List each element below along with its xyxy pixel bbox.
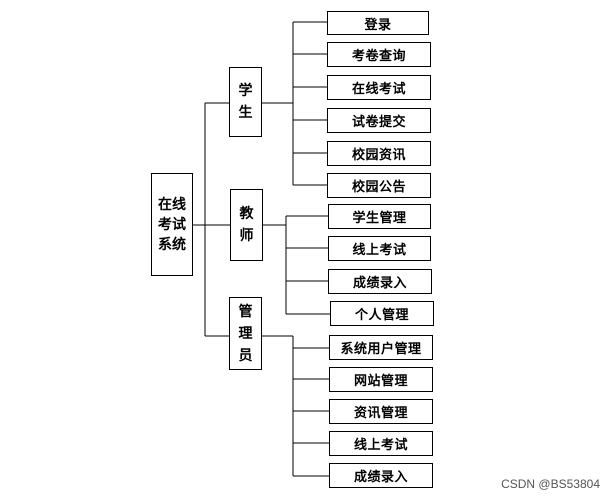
admin-node-label-line: 管 [238, 303, 253, 320]
student-node: 学 生 [229, 67, 262, 137]
student-item-campus-news: 校园资讯 [327, 141, 431, 166]
teacher-item-personal-mgmt: 个人管理 [330, 301, 434, 326]
teacher-item-online-exam: 线上考试 [328, 236, 431, 261]
student-item-submit-paper: 试卷提交 [327, 108, 431, 133]
admin-item-news-mgmt: 资讯管理 [329, 399, 433, 424]
student-node-label-line: 生 [238, 105, 253, 121]
teacher-node-label-line: 师 [239, 228, 254, 244]
teacher-item-score-entry: 成绩录入 [328, 269, 432, 294]
admin-item-online-exam: 线上考试 [329, 431, 433, 456]
student-item-exam-query: 考卷查询 [327, 42, 431, 67]
admin-node: 管 理 员 [229, 297, 262, 370]
admin-item-score-entry: 成绩录入 [329, 463, 433, 488]
teacher-node-label-line: 教 [239, 206, 254, 222]
admin-node-label-line: 理 [238, 325, 253, 342]
student-item-campus-notice: 校园公告 [327, 173, 431, 198]
teacher-item-student-mgmt: 学生管理 [328, 204, 431, 229]
admin-item-user-mgmt: 系统用户管理 [329, 335, 433, 360]
admin-item-site-mgmt: 网站管理 [329, 367, 433, 392]
student-node-label-line: 学 [238, 83, 253, 99]
student-item-online-exam: 在线考试 [327, 75, 431, 100]
admin-node-label-line: 员 [238, 347, 253, 364]
teacher-node: 教 师 [230, 189, 263, 261]
watermark-text: CSDN @BS53804 [501, 477, 600, 491]
root-node-label-line: 在线 [158, 196, 186, 213]
root-node-label-line: 系统 [158, 236, 186, 253]
student-item-login: 登录 [327, 11, 429, 35]
root-node-label-line: 考试 [158, 216, 186, 233]
root-node: 在线 考试 系统 [151, 173, 193, 276]
